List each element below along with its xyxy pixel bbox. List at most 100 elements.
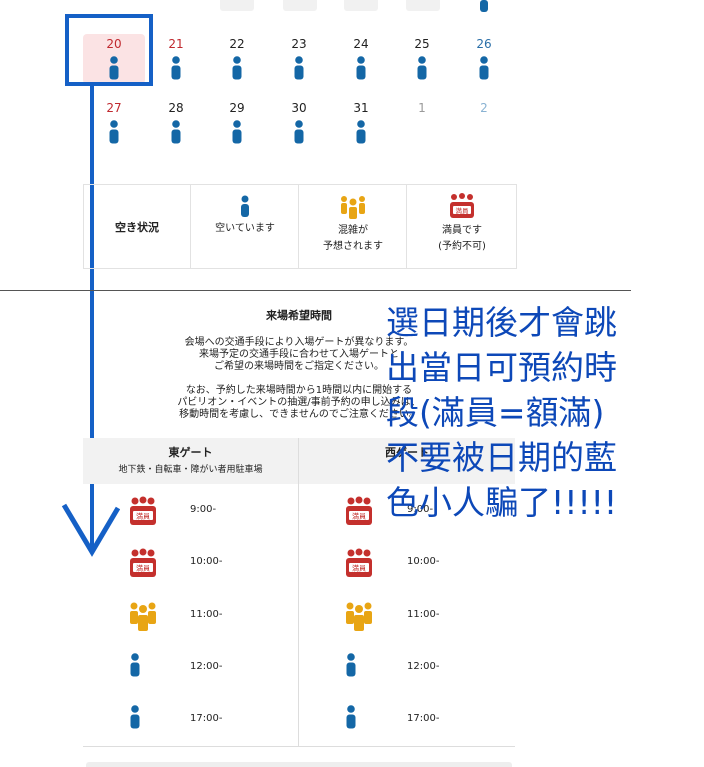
east-gate-slot-row[interactable]: 12:00- <box>123 651 273 687</box>
person-icon <box>477 56 491 84</box>
person-icon <box>415 56 429 84</box>
full-status-icon: 満員 <box>128 496 158 530</box>
calendar-day-number: 2 <box>480 101 488 115</box>
annotation-line: 出當日可預約時 <box>386 348 617 387</box>
person-icon <box>354 120 368 148</box>
svg-text:満員: 満員 <box>136 513 150 521</box>
entry-time-title: 来場希望時間 <box>266 309 332 322</box>
calendar-day[interactable]: 24 <box>330 34 392 84</box>
availability-legend: 空き状況 空いています 混雑が 予想されます 満員 満員です (予約不可) <box>83 184 517 269</box>
calendar: 20 21 22 23 24 25 26 27 28 29 30 31 1 2 <box>0 0 704 160</box>
calendar-day-number: 28 <box>168 101 184 115</box>
person-icon <box>292 56 306 84</box>
legend-crowded-2: 予想されます <box>323 241 383 252</box>
west-gate-slot-row[interactable]: 11:00- <box>339 599 489 635</box>
slot-time: 9:00- <box>190 504 217 515</box>
calendar-day[interactable]: 31 <box>330 98 392 148</box>
calendar-day-number: 24 <box>353 37 369 51</box>
west-gate-name: 西ゲート <box>385 446 429 459</box>
slot-time: 17:00- <box>407 713 440 724</box>
person-icon <box>169 56 183 84</box>
crowded-group-icon <box>341 196 365 219</box>
svg-text:満員: 満員 <box>136 565 150 573</box>
calendar-day-number: 29 <box>229 101 245 115</box>
notice-line: 来場予定の交通手段に合わせて入場ゲートと <box>199 349 399 360</box>
notice-line: 移動時間を考慮し、できませんのでご注意ください。 <box>179 409 419 420</box>
calendar-day[interactable]: 28 <box>145 98 207 148</box>
svg-text:満員: 満員 <box>352 513 366 521</box>
calendar-day[interactable]: 2 <box>453 98 515 148</box>
notice-line: パビリオン・イベントの抽選/事前予約の申し込みは、 <box>177 397 421 408</box>
east-gate-slot-row[interactable]: 11:00- <box>123 599 273 635</box>
full-status-icon: 満員 <box>344 496 374 530</box>
tab-stub <box>344 0 378 11</box>
slot-time: 9:00- <box>407 504 434 515</box>
notice-line: なお、予約した来場時間から1時間以内に開始する <box>185 385 413 396</box>
legend-title: 空き状況 <box>115 221 159 234</box>
person-icon <box>230 120 244 148</box>
calendar-day-number: 21 <box>168 37 184 51</box>
column-divider <box>298 438 299 746</box>
calendar-day[interactable]: 23 <box>268 34 330 84</box>
person-icon <box>354 56 368 84</box>
slot-time: 12:00- <box>407 661 440 672</box>
tab-stub <box>406 0 440 11</box>
available-status-icon <box>128 705 142 733</box>
calendar-day-number: 1 <box>418 101 426 115</box>
annotation-text: 選日期後才會跳 出當日可預約時 段(滿員=額滿) 不要被日期的藍 色小人騙了!!… <box>386 300 704 525</box>
svg-text:満員: 満員 <box>352 565 366 573</box>
east-gate-slot-row[interactable]: 17:00- <box>123 703 273 739</box>
calendar-day[interactable]: 1 <box>391 98 453 148</box>
notice-line: 会場への交通手段により入場ゲートが異なります。 <box>184 337 414 348</box>
calendar-day[interactable]: 25 <box>391 34 453 84</box>
notice-paragraph-1: 会場への交通手段により入場ゲートが異なります。 来場予定の交通手段に合わせて入場… <box>83 337 515 373</box>
annotation-line: 選日期後才會跳 <box>386 303 617 342</box>
west-gate-slot-row[interactable]: 17:00- <box>339 703 489 739</box>
annotation-line: 不要被日期的藍 <box>386 438 617 477</box>
calendar-day-number: 22 <box>229 37 245 51</box>
available-person-icon <box>241 195 249 217</box>
full-status-icon: 満員 <box>344 548 374 582</box>
table-bottom-border <box>83 746 515 747</box>
full-status-icon: 満員 <box>128 548 158 582</box>
calendar-day-number: 27 <box>106 101 122 115</box>
east-gate-slot-row[interactable]: 満員 9:00- <box>123 494 273 530</box>
tab-stub <box>283 0 317 11</box>
west-gate-slot-row[interactable]: 12:00- <box>339 651 489 687</box>
calendar-day-number: 25 <box>414 37 430 51</box>
person-icon <box>480 0 488 12</box>
person-icon <box>230 56 244 84</box>
crowded-status-icon <box>344 601 374 635</box>
calendar-day-number: 26 <box>476 37 492 51</box>
legend-full-2: (予約不可) <box>438 241 486 252</box>
calendar-day[interactable]: 29 <box>206 98 268 148</box>
full-badge-text: 満員 <box>456 207 470 215</box>
calendar-day[interactable]: 26 <box>453 34 515 84</box>
west-gate-slot-row[interactable]: 満員 9:00- <box>339 494 489 530</box>
notice-line: ご希望の来場時間をご指定ください。 <box>214 361 384 372</box>
slot-time: 11:00- <box>190 609 223 620</box>
next-section-stub <box>86 762 512 767</box>
calendar-day-number: 23 <box>291 37 307 51</box>
calendar-day[interactable]: 30 <box>268 98 330 148</box>
person-icon <box>107 120 121 148</box>
calendar-day[interactable]: 22 <box>206 34 268 84</box>
annotation-line: 段(滿員=額滿) <box>386 393 605 432</box>
tab-stub <box>220 0 254 11</box>
calendar-day-number: 30 <box>291 101 307 115</box>
person-icon <box>169 120 183 148</box>
slot-time: 12:00- <box>190 661 223 672</box>
calendar-day[interactable]: 27 <box>83 98 145 148</box>
slot-time: 11:00- <box>407 609 440 620</box>
crowded-status-icon <box>128 601 158 635</box>
slot-time: 10:00- <box>407 556 440 567</box>
west-gate-header: 西ゲート <box>299 438 515 484</box>
east-gate-name: 東ゲート <box>168 446 213 459</box>
calendar-day[interactable]: 21 <box>145 34 207 84</box>
annotation-line: 色小人騙了!!!!! <box>386 483 618 522</box>
slot-time: 17:00- <box>190 713 223 724</box>
notice-paragraph-2: なお、予約した来場時間から1時間以内に開始する パビリオン・イベントの抽選/事前… <box>83 385 515 421</box>
west-gate-slot-row[interactable]: 満員 10:00- <box>339 546 489 582</box>
calendar-day-selected[interactable]: 20 <box>83 34 145 84</box>
